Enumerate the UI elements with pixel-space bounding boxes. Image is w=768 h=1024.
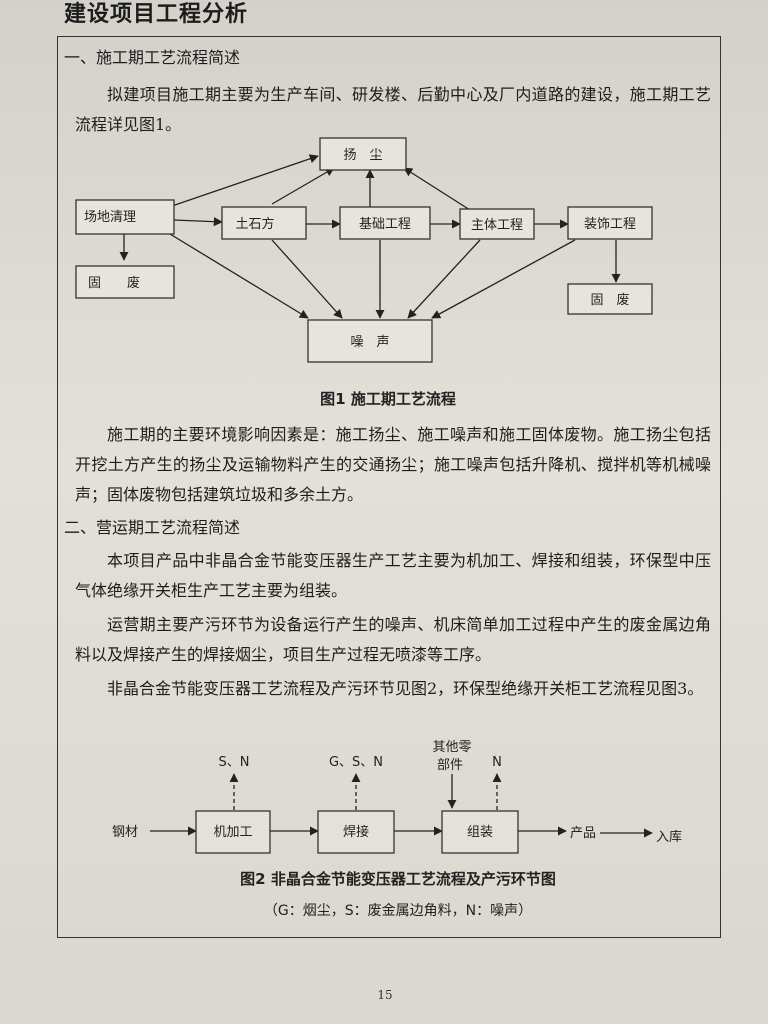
fig1-node-solid-waste-2: 固 废	[590, 292, 629, 308]
fig2-emission-machining: S、N	[219, 755, 250, 770]
fig1-node-main-structure: 主体工程	[471, 218, 523, 233]
fig2-other-parts-line1: 其他零	[432, 740, 471, 755]
content-frame	[57, 36, 721, 938]
fig1-node-dust: 扬 尘	[343, 148, 382, 163]
fig2-emission-welding: G、S、N	[329, 755, 383, 770]
fig2-other-parts-line2: 部件	[437, 758, 463, 773]
fig2-node-welding: 焊接	[343, 824, 369, 840]
fig1-node-earthwork: 土石方	[235, 216, 274, 232]
section2-paragraph-3: 非晶合金节能变压器工艺流程及产污环节见图2，环保型绝缘开关柜工艺流程见图3。	[107, 679, 704, 698]
section1-paragraph: 施工期的主要环境影响因素是：施工扬尘、施工噪声和施工固体废物。施工扬尘包括开挖土…	[75, 425, 711, 504]
fig2-emission-assembly: N	[492, 755, 502, 770]
fig2-node-assembly: 组装	[467, 825, 493, 840]
fig2-input-steel: 钢材	[112, 825, 138, 840]
section2-paragraph-1: 本项目产品中非晶合金节能变压器生产工艺主要为机加工、焊接和组装，环保型中压气体绝…	[75, 551, 711, 600]
fig1-node-solid-waste-1: 固 废	[88, 275, 140, 291]
fig2-output-storage: 入库	[656, 829, 682, 845]
section1-title: 一、施工期工艺流程简述	[64, 48, 241, 67]
section2-paragraph-2: 运营期主要产污环节为设备运行产生的噪声、机床简单加工过程中产生的废金属边角料以及…	[75, 615, 711, 664]
fig1-node-foundation: 基础工程	[359, 217, 411, 232]
section1-intro: 拟建项目施工期主要为生产车间、研发楼、后勤中心及厂内道路的建设，施工期工艺流程详…	[75, 85, 711, 134]
section2-title: 二、营运期工艺流程简述	[64, 518, 241, 537]
page-number: 15	[377, 988, 393, 1002]
fig1-node-site-clearing: 场地清理	[84, 210, 136, 225]
fig2-node-machining: 机加工	[213, 825, 252, 840]
fig1-node-noise: 噪 声	[350, 335, 389, 350]
figure2-caption: 图2 非晶合金节能变压器工艺流程及产污环节图	[240, 870, 556, 888]
figure2-legend-note: （G：烟尘，S：废金属边角料，N：噪声）	[263, 903, 533, 919]
fig1-node-decoration: 装饰工程	[584, 217, 636, 232]
figure1-caption: 图1 施工期工艺流程	[320, 390, 456, 408]
fig2-output-product: 产品	[570, 826, 596, 841]
page-header: 建设项目工程分析	[64, 2, 249, 27]
